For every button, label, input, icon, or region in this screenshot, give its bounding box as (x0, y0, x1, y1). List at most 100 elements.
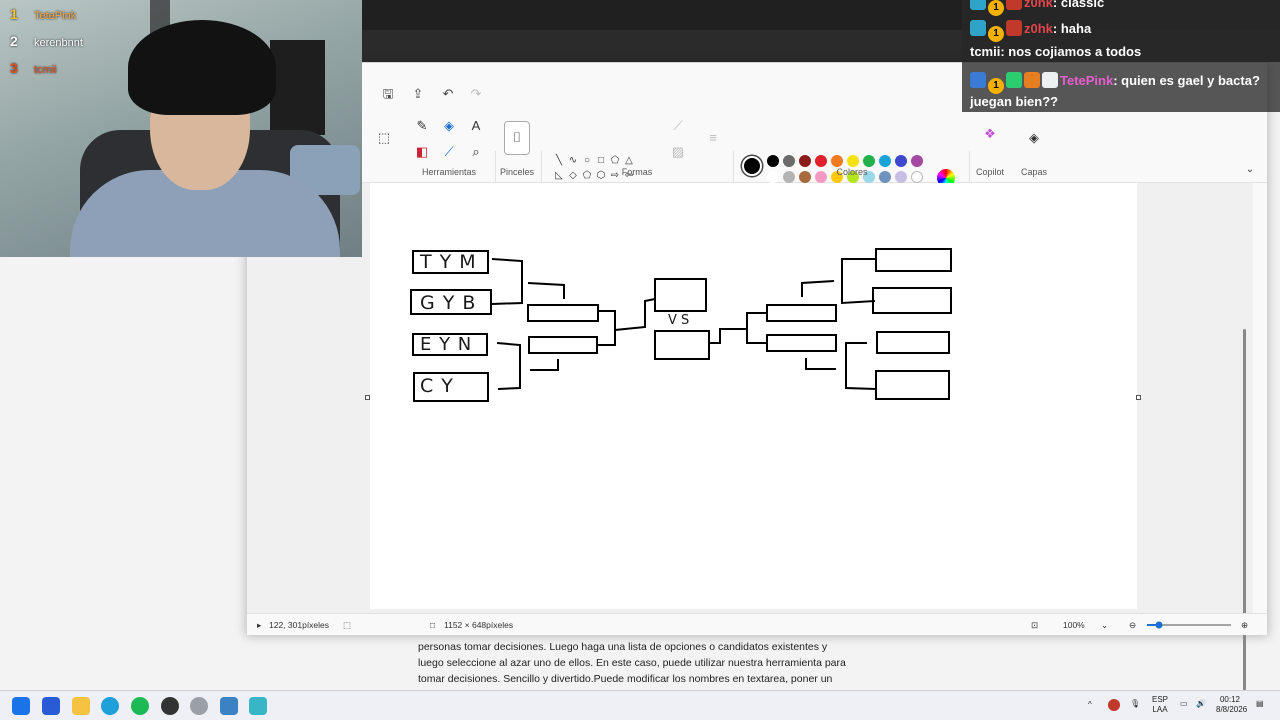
article-line: luego seleccione al azar uno de ellos. E… (418, 657, 846, 669)
notification-icon[interactable]: ▤ (1256, 699, 1264, 708)
chrome-icon[interactable] (190, 697, 208, 715)
store-icon[interactable] (42, 697, 60, 715)
final-box (654, 278, 707, 312)
semifinal-box (528, 336, 598, 354)
article-text: personas tomar decisiones. Luego haga un… (418, 639, 858, 687)
edge-icon[interactable] (101, 697, 119, 715)
shapes-label: Formas (621, 167, 653, 177)
size-icon[interactable]: ≡ (709, 130, 717, 145)
save-icon[interactable]: 🖫 (382, 86, 394, 101)
color-swatch[interactable] (911, 155, 923, 167)
obs-icon[interactable] (161, 697, 179, 715)
brush-icon[interactable]: ⌷ (504, 121, 530, 155)
zoom-select[interactable]: 100% (1063, 620, 1085, 630)
redo-icon[interactable]: ↷ (470, 86, 482, 101)
paint-window: 🖫 ⇪ ↶ ↷ ⬚ ✎ ◈ A ◧ ⟋ ⌕ Herramientas ⌷ Pin… (246, 62, 1268, 699)
color-swatch[interactable] (863, 171, 875, 183)
resize-handle[interactable] (365, 395, 370, 400)
color-swatch[interactable] (783, 155, 795, 167)
chat-text: quien es gael y bacta? juegan bien?? (970, 73, 1260, 109)
magnifier-icon[interactable]: ⌕ (472, 144, 480, 159)
layers-icon[interactable]: ◈ (1029, 130, 1039, 145)
pencil-icon[interactable]: ✎ (416, 118, 428, 133)
hexagon-shape-icon: ⬡ (596, 170, 606, 181)
eraser-icon[interactable]: ◧ (415, 144, 429, 159)
cursor-position: 122, 301píxeles (269, 620, 330, 630)
color-swatch[interactable] (879, 171, 891, 183)
chat-text: nos cojiamos a todos (1008, 44, 1142, 59)
chat-message: tcmii: nos cojiamos a todos (970, 44, 1142, 59)
file-explorer-icon[interactable] (72, 697, 90, 715)
color-swatch[interactable] (799, 171, 811, 183)
zoom-out-icon[interactable]: ⊖ (1129, 620, 1137, 630)
color-swatch[interactable] (895, 171, 907, 183)
date: 8/8/2026 (1216, 705, 1248, 714)
chevron-down-icon[interactable]: ⌄ (1101, 620, 1109, 630)
polygon-shape-icon: ⬠ (610, 155, 620, 166)
color-swatch[interactable] (831, 171, 843, 183)
volume-icon[interactable]: 🔊 (1196, 699, 1206, 708)
leader-name: kerenbnnt (34, 37, 83, 49)
color-swatch[interactable] (815, 171, 827, 183)
windows-start-icon[interactable] (12, 697, 30, 715)
team-label: T Y M (420, 251, 477, 273)
share-icon[interactable]: ⇪ (412, 86, 424, 101)
team-label: E Y N (420, 334, 473, 355)
vertical-scrollbar[interactable] (1241, 329, 1249, 720)
color-swatch[interactable] (799, 155, 811, 167)
ribbon: ⬚ ✎ ◈ A ◧ ⟋ ⌕ Herramientas ⌷ Pinceles ╲∿… (247, 103, 1267, 213)
notepad-icon[interactable] (220, 697, 238, 715)
copilot-icon[interactable]: ❖ (984, 126, 996, 141)
color-swatch[interactable] (767, 171, 779, 183)
layers-label: Capas (1020, 167, 1047, 177)
color-swatch[interactable] (847, 171, 859, 183)
color-swatch[interactable] (911, 171, 923, 183)
arrow-right-shape-icon: ⇨ (610, 170, 620, 181)
resize-handle[interactable] (1136, 395, 1141, 400)
text-icon[interactable]: A (471, 118, 481, 133)
chat-user: tcmii (970, 44, 1001, 59)
network-icon[interactable]: ▭ (1180, 699, 1188, 708)
mic-icon[interactable]: 🎙 (1130, 699, 1141, 708)
color-swatch[interactable] (863, 155, 875, 167)
color-swatch[interactable] (879, 155, 891, 167)
bracket-drawing (410, 248, 952, 402)
chat-text: haha (1060, 21, 1092, 36)
undo-icon[interactable]: ↶ (442, 86, 454, 101)
color-swatch[interactable] (815, 155, 827, 167)
chat-text: classic (1060, 0, 1105, 10)
color-swatch[interactable] (767, 155, 779, 167)
color-swatch[interactable] (783, 171, 795, 183)
collapse-ribbon-icon[interactable]: ⌄ (1245, 164, 1255, 175)
zoom-slider[interactable] (1145, 620, 1235, 630)
fit-screen-icon[interactable]: ⊡ (1031, 620, 1039, 630)
fill-icon[interactable]: ◈ (444, 118, 454, 133)
paint-icon[interactable] (249, 697, 267, 715)
fill-style-icon[interactable]: ▨ (671, 144, 685, 159)
outline-icon[interactable]: ⟋ (673, 118, 683, 133)
pointer-icon: ▸ (257, 620, 262, 630)
semifinal-box (766, 304, 837, 322)
zoom-in-icon[interactable]: ⊕ (1241, 620, 1249, 630)
color-swatch[interactable] (895, 155, 907, 167)
language-indicator[interactable]: ESP LAA (1152, 695, 1168, 715)
color-swatch[interactable] (847, 155, 859, 167)
tray-app-icon[interactable] (1108, 699, 1120, 711)
canvas[interactable]: T Y M G Y B E Y N C Y V S (370, 183, 1137, 609)
select-icon[interactable]: ⬚ (377, 130, 391, 145)
spotify-icon[interactable] (131, 697, 149, 715)
color-swatch[interactable] (831, 155, 843, 167)
quick-access-toolbar: 🖫 ⇪ ↶ ↷ (247, 63, 1267, 103)
chevron-up-icon[interactable]: ^ (1088, 700, 1092, 709)
right-triangle-shape-icon: ◺ (555, 170, 563, 181)
edit-colors-icon[interactable] (937, 169, 955, 187)
color-picker-icon[interactable]: ⟋ (444, 144, 454, 159)
color-palette[interactable] (767, 155, 927, 183)
color1-swatch[interactable] (742, 156, 762, 176)
tools-label: Herramientas (421, 167, 477, 177)
clock[interactable]: 00:12 8/8/2026 (1216, 695, 1248, 715)
colors-label: Colores (836, 167, 868, 177)
diamond-shape-icon: ◇ (569, 170, 577, 181)
